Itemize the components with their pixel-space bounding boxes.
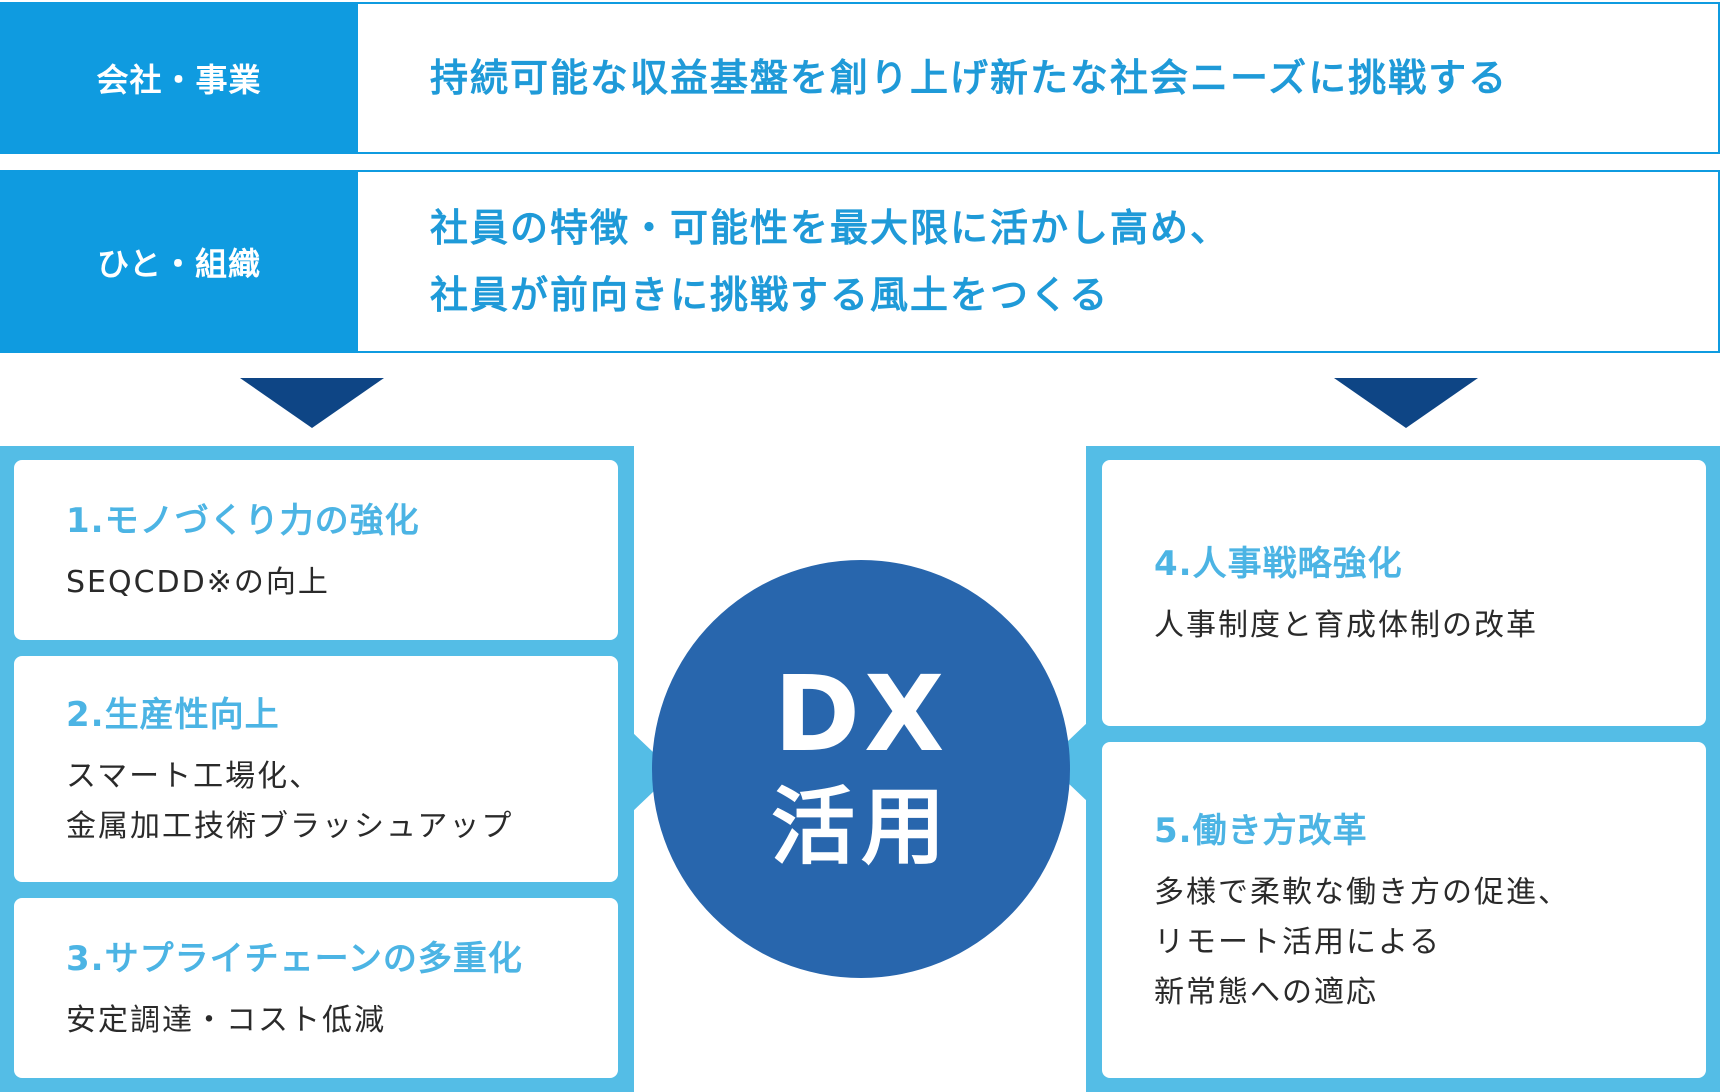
- card-title: 5.働き方改革: [1154, 810, 1368, 851]
- card-text: 安定調達・コスト低減: [66, 1002, 386, 1038]
- goal-row-company: 会社・事業 持続可能な収益基盤を創り上げ新たな社会ニーズに挑戦する: [0, 2, 1720, 154]
- goal-text-line: 社員が前向きに挑戦する風土をつくる: [430, 272, 1110, 317]
- strategy-card-4: 4.人事戦略強化 人事制度と育成体制の改革: [1102, 460, 1706, 726]
- goal-text-line: 持続可能な収益基盤を創り上げ新たな社会ニーズに挑戦する: [430, 55, 1509, 100]
- circle-subtitle: 活用: [770, 778, 951, 876]
- card-text: SEQCDD※の向上: [66, 564, 330, 600]
- goal-text-company: 持続可能な収益基盤を創り上げ新たな社会ニーズに挑戦する: [358, 2, 1720, 154]
- dx-circle: DX 活用: [652, 560, 1070, 978]
- card-title: 3.サプライチェーンの多重化: [66, 938, 523, 979]
- strategy-card-1: 1.モノづくり力の強化 SEQCDD※の向上: [14, 460, 618, 640]
- goal-label-company: 会社・事業: [0, 2, 358, 154]
- goal-text-line: 社員の特徴・可能性を最大限に活かし高め、: [430, 205, 1231, 250]
- goal-text-people: 社員の特徴・可能性を最大限に活かし高め、 社員が前向きに挑戦する風土をつくる: [358, 170, 1720, 353]
- strategy-card-5: 5.働き方改革 多様で柔軟な働き方の促進、 リモート活用による 新常態への適応: [1102, 742, 1706, 1078]
- card-text: 新常態への適応: [1154, 974, 1378, 1010]
- card-title: 1.モノづくり力の強化: [66, 500, 420, 541]
- card-text: スマート工場化、: [66, 758, 322, 794]
- card-title: 4.人事戦略強化: [1154, 543, 1403, 584]
- card-text: 人事制度と育成体制の改革: [1154, 607, 1538, 643]
- circle-title: DX: [773, 653, 949, 775]
- card-text: リモート活用による: [1154, 924, 1442, 960]
- goal-row-people: ひと・組織 社員の特徴・可能性を最大限に活かし高め、 社員が前向きに挑戦する風土…: [0, 170, 1720, 353]
- strategy-card-2: 2.生産性向上 スマート工場化、 金属加工技術ブラッシュアップ: [14, 656, 618, 882]
- card-text: 金属加工技術ブラッシュアップ: [66, 808, 514, 844]
- goal-label-people: ひと・組織: [0, 170, 358, 353]
- card-text: 多様で柔軟な働き方の促進、: [1154, 874, 1570, 910]
- card-title: 2.生産性向上: [66, 694, 280, 735]
- down-arrow-icon: [1334, 378, 1478, 428]
- strategy-card-3: 3.サプライチェーンの多重化 安定調達・コスト低減: [14, 898, 618, 1078]
- down-arrow-icon: [240, 378, 384, 428]
